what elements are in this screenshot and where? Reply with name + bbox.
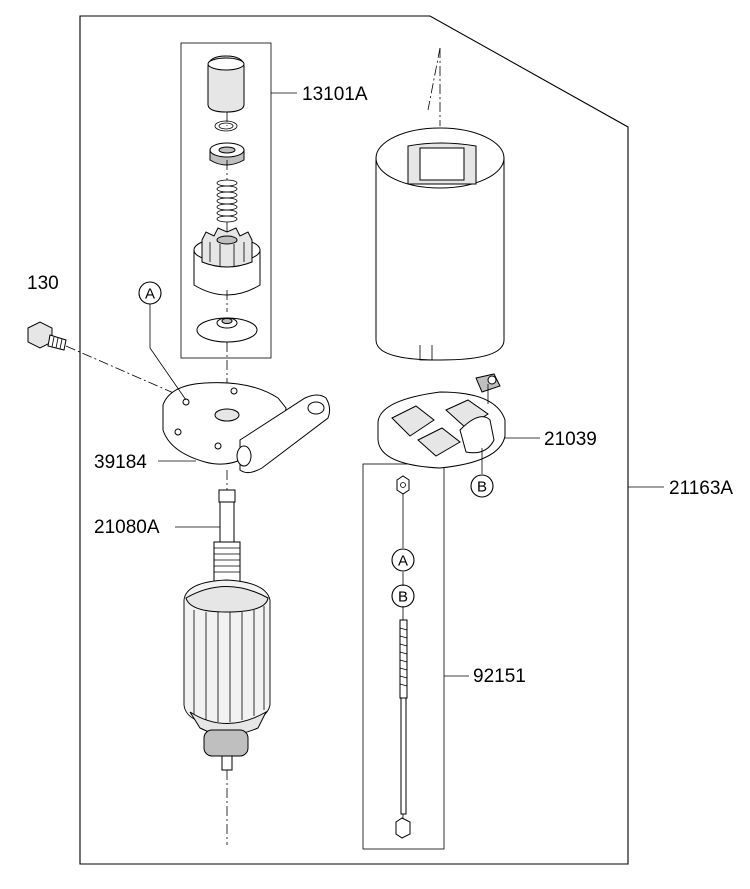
label-21163A: 21163A	[669, 478, 733, 499]
marker-b-bolt: B	[391, 584, 415, 608]
brush-holder	[377, 373, 506, 469]
assembly-frame	[79, 15, 629, 865]
label-21039: 21039	[544, 429, 597, 450]
label-130: 130	[27, 273, 59, 294]
drive-assembly	[193, 55, 261, 410]
label-21080A: 21080A	[94, 517, 160, 538]
marker-b-brush: B	[470, 474, 494, 498]
drive-group-box	[180, 42, 272, 359]
svg-text:B: B	[477, 479, 487, 496]
bolt-group-box	[362, 463, 445, 850]
label-92151: 92151	[473, 666, 526, 687]
label-39184: 39184	[94, 452, 147, 473]
svg-text:B: B	[398, 589, 408, 606]
through-bolt	[395, 475, 411, 839]
drive-bracket	[162, 382, 331, 474]
armature	[183, 470, 271, 845]
screw-130	[27, 321, 186, 399]
motor-housing	[375, 47, 505, 361]
marker-a-bracket: A	[138, 281, 162, 305]
svg-text:A: A	[145, 286, 155, 303]
marker-a-nut: A	[391, 548, 415, 572]
label-13101A: 13101A	[302, 84, 368, 105]
svg-text:A: A	[398, 553, 408, 570]
